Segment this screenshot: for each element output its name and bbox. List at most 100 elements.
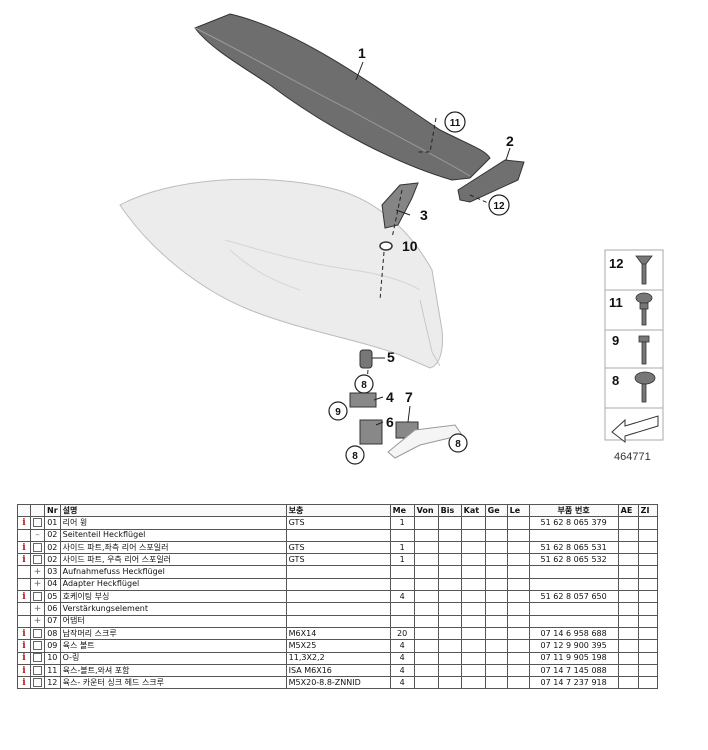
empty-cell <box>460 614 486 628</box>
callout-2: 2 <box>506 133 514 149</box>
parts-diagram: 1 2 3 10 5 4 6 7 11 12 8 9 8 8 12 11 9 <box>119 13 664 465</box>
info-icon[interactable]: i <box>22 677 26 688</box>
empty-cell <box>506 651 530 665</box>
empty-cell <box>506 528 530 542</box>
part-number-cell: 07 14 7 145 088 <box>528 663 619 678</box>
checkbox-cell: + <box>30 565 45 579</box>
supplement-cell <box>285 565 391 579</box>
nr-cell: 03 <box>44 565 61 579</box>
empty-cell <box>617 565 639 579</box>
empty-cell <box>617 540 639 555</box>
select-checkbox[interactable] <box>33 591 42 601</box>
info-icon[interactable]: i <box>22 640 26 651</box>
empty-cell <box>460 676 486 690</box>
supplement-cell <box>285 590 391 604</box>
empty-cell <box>460 602 486 616</box>
checkbox-cell: + <box>30 577 45 592</box>
supplement-cell: 11,3X2,2 <box>285 651 391 665</box>
expand-toggle[interactable]: + <box>33 604 42 615</box>
empty-cell <box>437 626 462 641</box>
empty-cell <box>460 553 486 567</box>
info-icon[interactable]: i <box>22 542 26 553</box>
empty-cell <box>637 626 658 641</box>
info-cell: i <box>17 639 31 653</box>
select-checkbox[interactable] <box>33 628 42 638</box>
info-icon[interactable]: i <box>22 665 26 676</box>
empty-cell <box>506 626 530 641</box>
empty-cell <box>617 553 639 567</box>
trunk-lid-illustration <box>119 178 443 369</box>
empty-cell <box>484 651 508 665</box>
expand-toggle[interactable]: + <box>33 579 42 590</box>
description-cell: 사이드 파트, 우측 리어 스포일러 <box>59 553 287 567</box>
expand-toggle[interactable]: + <box>33 616 42 627</box>
checkbox-cell <box>30 553 45 567</box>
empty-cell <box>437 565 462 579</box>
expand-toggle[interactable]: – <box>35 530 40 541</box>
select-checkbox[interactable] <box>33 677 42 687</box>
info-cell: i <box>17 676 31 690</box>
info-icon[interactable]: i <box>22 517 26 528</box>
column-header <box>30 503 45 518</box>
empty-cell <box>413 553 439 567</box>
nr-cell: 10 <box>44 651 61 665</box>
empty-cell <box>413 663 439 678</box>
select-checkbox[interactable] <box>33 542 42 552</box>
checkbox-cell <box>30 516 45 530</box>
quantity-cell <box>389 528 415 542</box>
empty-cell <box>460 663 486 678</box>
description-cell: 리어 윙 <box>59 516 287 530</box>
empty-cell <box>437 676 462 690</box>
nr-cell: 07 <box>44 614 61 628</box>
supplement-cell: ISA M6X16 <box>285 663 391 678</box>
info-icon[interactable]: i <box>22 628 26 639</box>
select-checkbox[interactable] <box>33 517 42 527</box>
o-ring-illustration <box>379 241 393 251</box>
select-checkbox[interactable] <box>33 554 42 564</box>
part-number-cell <box>528 602 619 616</box>
info-icon[interactable]: i <box>22 554 26 565</box>
checkbox-cell <box>30 540 45 555</box>
select-checkbox[interactable] <box>33 640 42 650</box>
empty-cell <box>413 577 439 592</box>
quantity-cell <box>389 602 415 616</box>
svg-text:9: 9 <box>335 407 341 418</box>
rear-wing-illustration <box>194 13 491 181</box>
empty-cell <box>637 540 658 555</box>
empty-cell <box>437 528 462 542</box>
quantity-cell: 1 <box>389 516 415 530</box>
select-checkbox[interactable] <box>33 665 42 675</box>
part-number-cell <box>528 614 619 628</box>
callout-3: 3 <box>420 207 428 223</box>
checkbox-cell <box>30 676 45 690</box>
empty-cell <box>506 676 530 690</box>
empty-cell <box>617 639 639 653</box>
expand-toggle[interactable]: + <box>33 567 42 578</box>
info-icon[interactable]: i <box>22 591 26 602</box>
empty-cell <box>460 651 486 665</box>
column-header: Me <box>389 503 415 518</box>
part-number-cell <box>528 577 619 592</box>
info-icon[interactable]: i <box>22 653 26 664</box>
svg-text:11: 11 <box>450 118 461 129</box>
select-checkbox[interactable] <box>33 653 42 663</box>
checkbox-cell <box>30 590 45 604</box>
empty-cell <box>437 614 462 628</box>
nr-cell: 04 <box>44 577 61 592</box>
empty-cell <box>484 553 508 567</box>
